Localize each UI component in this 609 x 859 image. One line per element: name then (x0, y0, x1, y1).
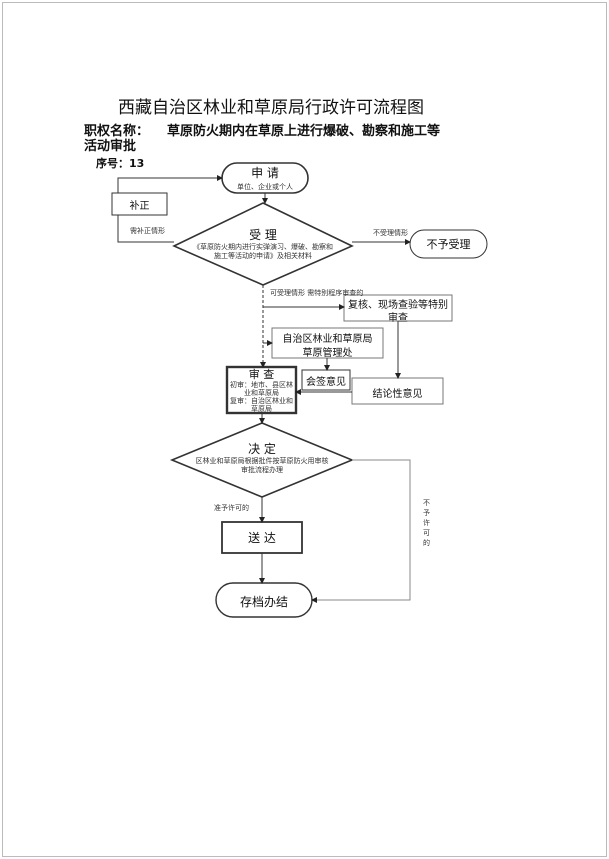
correct-label: 补正 (129, 201, 150, 212)
power-name-line2: 活动审批 (84, 139, 137, 154)
decide-title: 决 定 (248, 442, 276, 456)
accept-sub1: 《草原防火期内进行实弹演习、爆破、勘察和 (193, 243, 333, 251)
countersign-label: 会签意见 (306, 377, 346, 388)
review-line4: 草原局 (251, 405, 272, 413)
apply-title: 申 请 (251, 166, 279, 180)
review-title: 审 查 (248, 368, 275, 381)
dept-line2: 草原管理处 (302, 348, 353, 359)
accept-case-label: 可受理情形 需特别程序审查的 (270, 289, 364, 297)
special-review-line2: 审查 (388, 313, 408, 324)
power-name-line1: 草原防火期内在草原上进行爆破、勘察和施工等 (167, 124, 441, 139)
review-line1: 初审：地市、县区林 (230, 381, 293, 389)
apply-sub: 单位、企业或个人 (237, 183, 293, 191)
need-correct-label: 需补正情形 (130, 227, 165, 235)
approve-case-label: 准予许可的 (214, 504, 249, 512)
decide-sub2: 审批流程办理 (241, 466, 283, 474)
page-title: 西藏自治区林业和草原局行政许可流程图 (118, 98, 424, 118)
accept-sub2: 施工等活动的申请》及相关材料 (214, 252, 312, 260)
serial-number: 序号：13 (96, 157, 145, 170)
deliver-label: 送 达 (248, 531, 276, 545)
correct-box (111, 192, 168, 216)
power-name-label: 职权名称： (84, 124, 150, 139)
review-line3: 复审：自治区林业和 (230, 397, 293, 405)
reject-case-label: 不予许可的 (423, 499, 430, 547)
special-review-line1: 复核、现场查验等特别 (348, 300, 448, 311)
conclusion-label: 结论性意见 (372, 389, 423, 400)
not-accept-case-label: 不受理情形 (373, 229, 408, 237)
not-accept-label: 不予受理 (426, 238, 471, 251)
dept-line1: 自治区林业和草原局 (282, 334, 373, 345)
review-line2: 业和草原局 (244, 389, 279, 397)
accept-title: 受 理 (249, 228, 277, 242)
decide-sub1: 区林业和草原局根据批件按草原防火用审核 (195, 457, 329, 465)
archive-label: 存档办结 (239, 595, 288, 609)
